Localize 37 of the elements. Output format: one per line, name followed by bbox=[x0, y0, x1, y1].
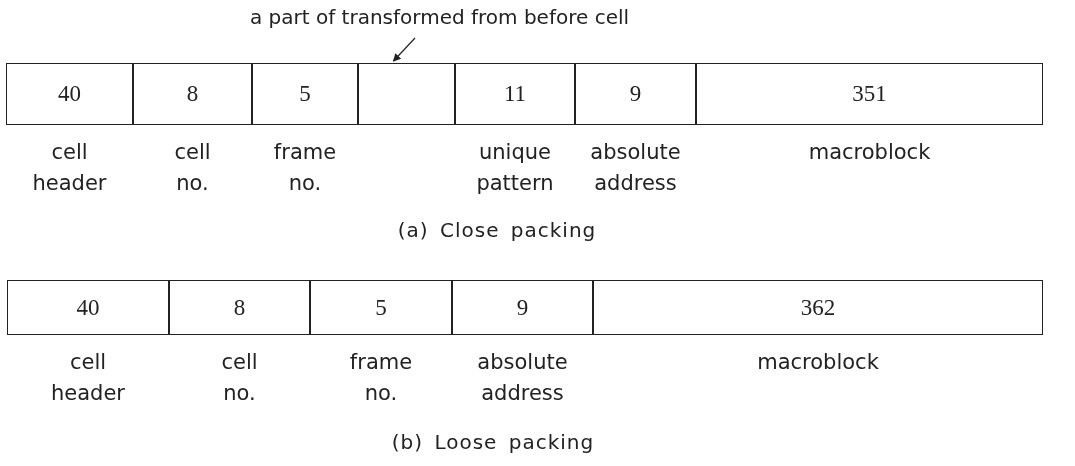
field-size: 40 bbox=[58, 81, 81, 107]
field-box bbox=[133, 63, 252, 125]
annotation-text: a part of transformed from before cell bbox=[250, 5, 630, 29]
field-box bbox=[252, 63, 358, 125]
field-name: macroblock bbox=[757, 349, 879, 376]
field-name: unique pattern bbox=[476, 139, 554, 197]
field-box bbox=[575, 63, 696, 125]
field-box bbox=[310, 280, 452, 335]
field-name: cell no. bbox=[221, 349, 258, 407]
field-size: 40 bbox=[76, 294, 100, 321]
caption: (a) Close packing bbox=[397, 218, 597, 242]
field-size: 362 bbox=[800, 294, 836, 321]
field-size: 8 bbox=[186, 81, 199, 107]
field-box bbox=[455, 63, 575, 125]
leader-arrow bbox=[392, 37, 416, 62]
field-box bbox=[696, 63, 1043, 125]
field-name: absolute address bbox=[477, 349, 568, 407]
field-name: cell header bbox=[51, 349, 125, 407]
field-box bbox=[593, 280, 1043, 335]
field-size: 9 bbox=[516, 294, 529, 321]
field-name: cell no. bbox=[174, 139, 211, 197]
field-box bbox=[169, 280, 310, 335]
field-size: 9 bbox=[629, 81, 642, 107]
field-size: 8 bbox=[233, 294, 246, 321]
field-size: 11 bbox=[503, 81, 527, 107]
field-name: absolute address bbox=[590, 139, 681, 197]
field-box bbox=[6, 63, 133, 125]
field-name: frame no. bbox=[273, 139, 337, 197]
field-name: frame no. bbox=[349, 349, 413, 407]
field-size: 351 bbox=[852, 81, 887, 107]
caption: (b) Loose packing bbox=[391, 430, 595, 454]
field-size: 5 bbox=[375, 294, 387, 321]
field-box bbox=[7, 280, 169, 335]
field-name: cell header bbox=[32, 139, 107, 197]
field-size: 5 bbox=[299, 81, 311, 107]
field-name: macroblock bbox=[808, 139, 931, 166]
field-box bbox=[452, 280, 593, 335]
